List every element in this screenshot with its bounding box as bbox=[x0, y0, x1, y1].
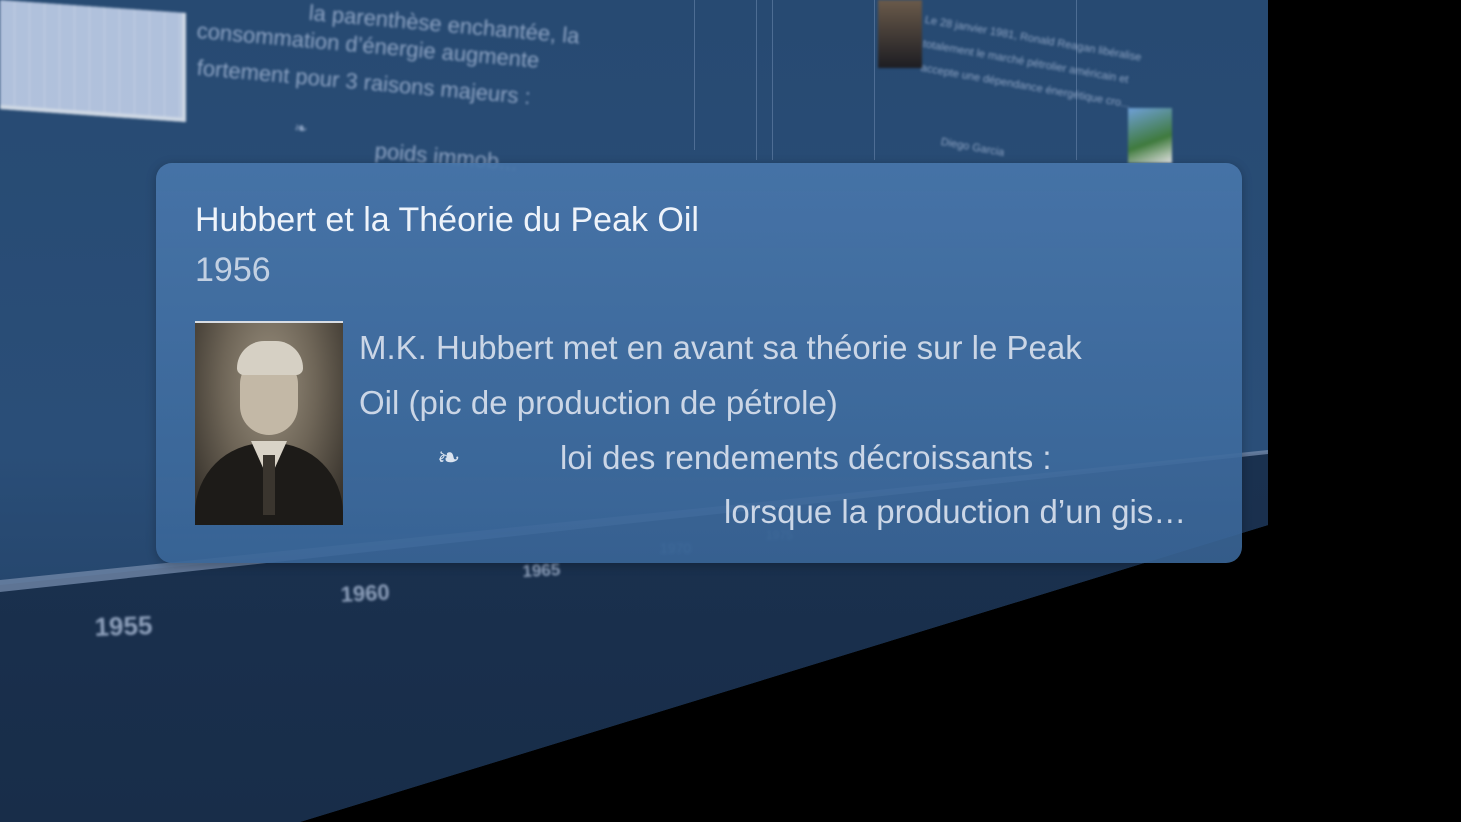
portrait-hair bbox=[237, 341, 303, 375]
column-divider bbox=[1076, 0, 1077, 160]
event-description-line: Oil (pic de production de pétrole) bbox=[359, 384, 838, 421]
fleuron-bullet-icon: ❧ bbox=[437, 442, 461, 473]
column-divider bbox=[756, 0, 757, 160]
event-description-line: lorsque la production d’un gis… bbox=[724, 493, 1187, 530]
event-detail-popover[interactable]: Hubbert et la Théorie du Peak Oil 1956 M… bbox=[156, 163, 1242, 563]
background-bullet-icon: ❧ bbox=[293, 119, 309, 139]
hubbert-portrait[interactable] bbox=[195, 321, 343, 525]
column-divider bbox=[772, 0, 773, 160]
event-title: Hubbert et la Théorie du Peak Oil bbox=[195, 201, 699, 239]
chart-thumbnail[interactable] bbox=[0, 0, 186, 123]
event-year: 1956 bbox=[195, 251, 271, 289]
event-description-line: M.K. Hubbert met en avant sa théorie sur… bbox=[359, 329, 1082, 366]
event-description-bullet: loi des rendements décroissants : bbox=[560, 439, 1052, 476]
reagan-photo-thumbnail[interactable] bbox=[878, 0, 922, 68]
portrait-tie bbox=[263, 455, 275, 515]
timeline-tick-label: 1960 bbox=[340, 579, 391, 607]
island-photo-thumbnail[interactable] bbox=[1128, 108, 1172, 163]
timeline-tick-label: 1965 bbox=[522, 560, 561, 581]
timeline-tick-label: 1955 bbox=[94, 609, 153, 642]
column-divider bbox=[874, 0, 875, 160]
column-divider bbox=[694, 0, 695, 150]
